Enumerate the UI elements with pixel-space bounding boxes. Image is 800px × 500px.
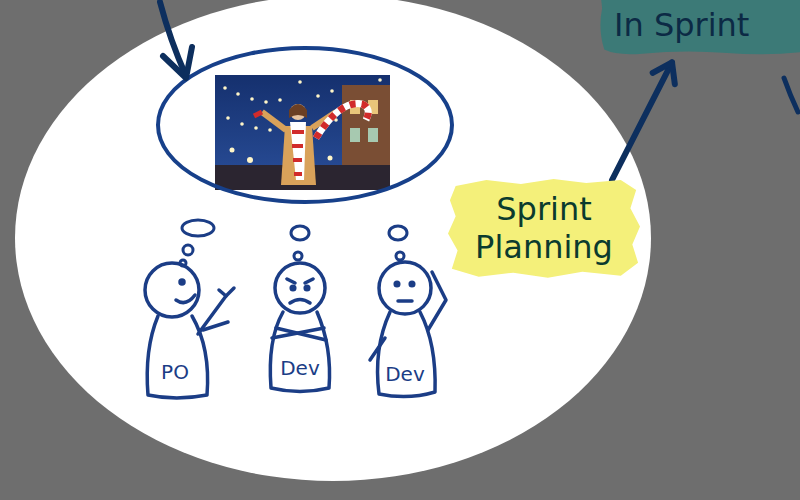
white-ellipse: [15, 0, 651, 481]
node-text: In Sprint: [614, 6, 798, 44]
node-text: Dev: [373, 362, 437, 386]
pointer-arrow: [160, 2, 192, 78]
photo-circle: [158, 48, 452, 202]
node-text: PO: [140, 360, 210, 384]
flow-arrow: [612, 62, 675, 180]
node-text: Sprint Planning: [458, 190, 630, 267]
sprint-band: In Sprint: [600, 0, 800, 56]
stick-figures: [145, 262, 446, 398]
node-text: Dev: [265, 356, 335, 380]
photo-illustration: [215, 75, 390, 190]
highlight-box: Sprint Planning: [448, 178, 640, 279]
role-figure: PO: [140, 360, 210, 384]
thought-bubbles: [180, 220, 407, 266]
role-figure: Dev: [373, 362, 437, 386]
offscreen-arrow: [784, 78, 798, 112]
role-figure: Dev: [265, 356, 335, 380]
